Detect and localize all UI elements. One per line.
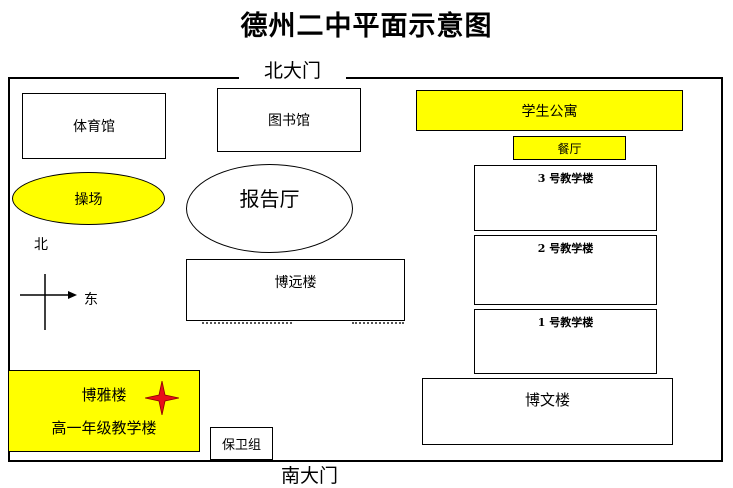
boyuan-dashes-left <box>202 322 292 324</box>
playground-area: 操场 <box>12 172 165 225</box>
dorm-building: 学生公寓 <box>416 90 683 131</box>
teaching-building-3-label: 3 号教学楼 <box>537 172 594 185</box>
bowen-building: 博文楼 <box>422 378 673 445</box>
teaching-building-3: 3 号教学楼 <box>474 165 657 231</box>
canteen-building: 餐厅 <box>513 136 626 160</box>
boundary-top-right <box>346 77 723 79</box>
gym-building: 体育馆 <box>22 93 166 159</box>
gym-label: 体育馆 <box>73 119 115 135</box>
boundary-left <box>8 77 10 462</box>
boyuan-dashes-right <box>352 322 404 324</box>
teaching-building-2-label: 2 号教学楼 <box>537 242 594 255</box>
bowen-label: 博文楼 <box>524 391 570 409</box>
boya-sub-label: 高一年级教学楼 <box>51 419 157 437</box>
library-label: 图书馆 <box>268 113 310 129</box>
boya-building: 博雅楼 高一年级教学楼 <box>8 370 200 452</box>
compass-north-label: 北 <box>34 237 48 253</box>
boundary-top-left <box>8 77 239 79</box>
canteen-label: 餐厅 <box>557 141 582 156</box>
north-gate-label: 北大门 <box>264 60 322 82</box>
lecture-hall: 报告厅 <box>186 164 353 253</box>
teaching-building-2: 2 号教学楼 <box>474 235 657 305</box>
lecture-hall-label: 报告厅 <box>239 187 300 211</box>
location-star-icon <box>145 381 179 415</box>
map-title: 德州二中平面示意图 <box>240 11 493 42</box>
south-gate-label: 南大门 <box>281 465 339 487</box>
playground-label: 操场 <box>74 191 103 208</box>
compass-arrows-icon <box>20 274 77 330</box>
boundary-right <box>721 77 723 462</box>
security-office: 保卫组 <box>210 427 273 460</box>
boyuan-label: 博远楼 <box>274 275 317 291</box>
teaching-building-1: 1 号教学楼 <box>474 309 657 374</box>
boundary-bottom <box>8 460 723 462</box>
boyuan-building: 博远楼 <box>186 259 405 321</box>
teaching-building-1-label: 1 号教学楼 <box>537 316 594 329</box>
dorm-label: 学生公寓 <box>521 103 578 120</box>
compass-east-label: 东 <box>84 292 98 308</box>
boya-label: 博雅楼 <box>81 386 127 404</box>
library-building: 图书馆 <box>217 88 361 152</box>
security-label: 保卫组 <box>221 438 261 453</box>
